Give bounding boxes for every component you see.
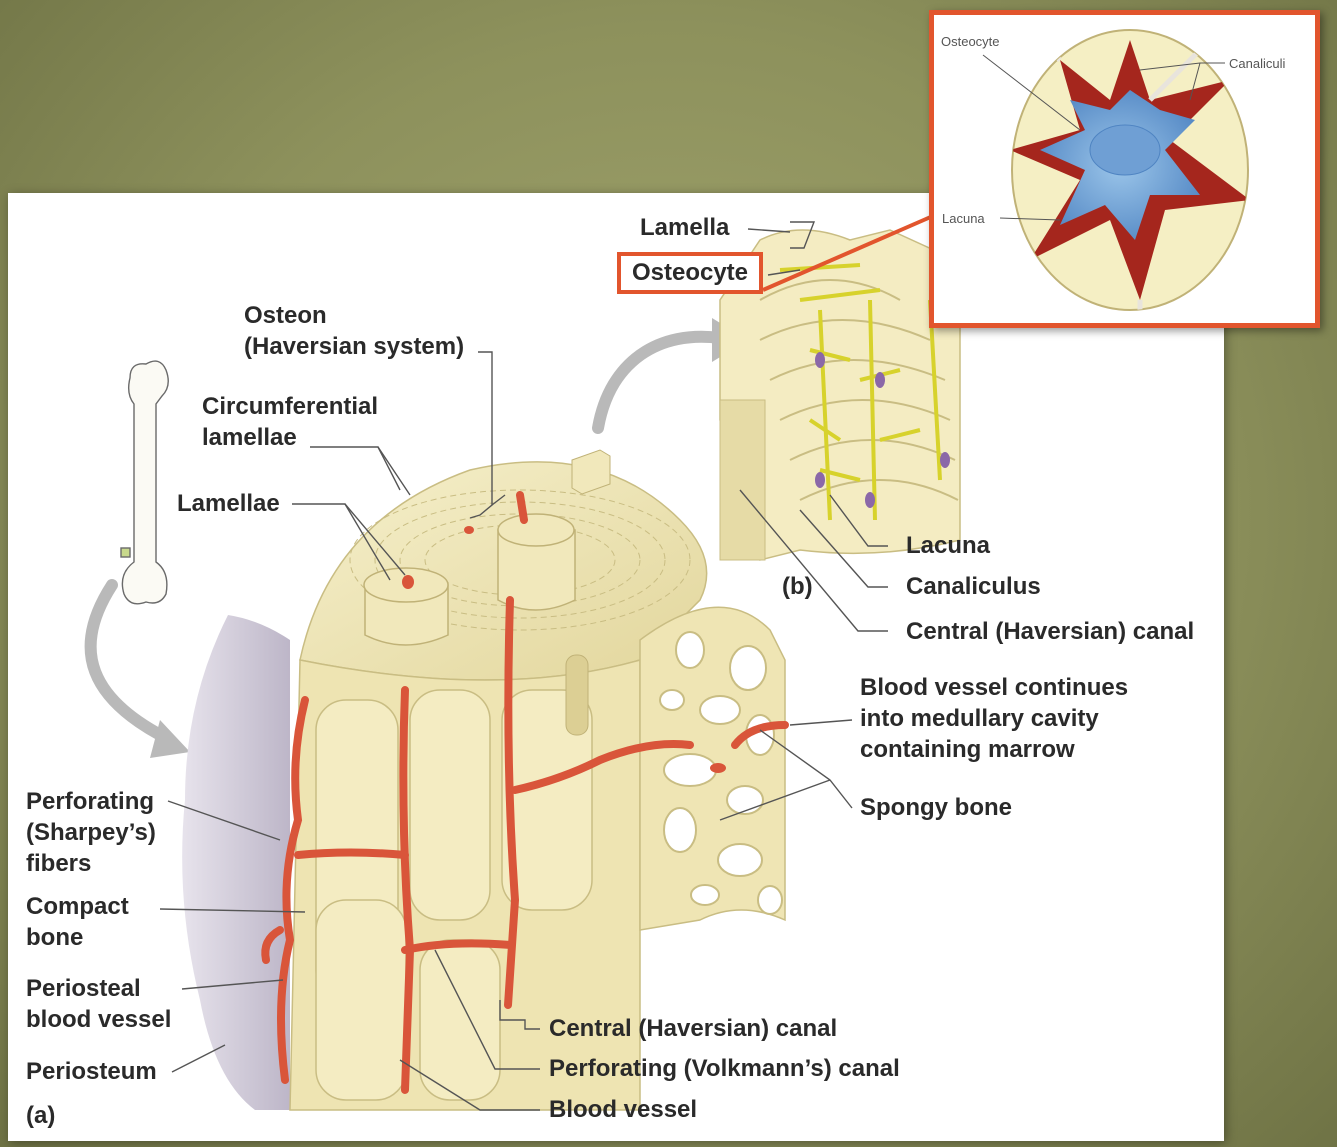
- label-osteon: Osteon (Haversian system): [244, 300, 464, 362]
- label-canaliculus: Canaliculus: [906, 571, 1041, 602]
- label-part-b: (b): [782, 571, 813, 602]
- label-circumferential-lamellae: Circumferential lamellae: [202, 391, 378, 453]
- label-compact-bone: Compact bone: [26, 891, 129, 953]
- osteocyte-highlight-box: Osteocyte: [617, 252, 763, 294]
- label-blood-vessel: Blood vessel: [549, 1094, 697, 1125]
- label-lamella: Lamella: [640, 212, 729, 243]
- label-part-a: (a): [26, 1100, 55, 1131]
- label-blood-vessel-continues: Blood vessel continues into medullary ca…: [860, 672, 1128, 765]
- inset-label-osteocyte: Osteocyte: [941, 34, 1000, 49]
- label-spongy-bone: Spongy bone: [860, 792, 1012, 823]
- label-central-canal-a: Central (Haversian) canal: [549, 1013, 837, 1044]
- label-central-canal-b: Central (Haversian) canal: [906, 616, 1194, 647]
- label-perforating-fibers: Perforating (Sharpey’s) fibers: [26, 786, 156, 879]
- label-osteocyte: Osteocyte: [632, 259, 748, 287]
- label-periosteal-blood-vessel: Periosteal blood vessel: [26, 973, 171, 1035]
- label-lacuna: Lacuna: [906, 530, 990, 561]
- label-lamellae: Lamellae: [177, 488, 280, 519]
- label-volkmann-canal: Perforating (Volkmann’s) canal: [549, 1053, 900, 1084]
- inset-label-lacuna: Lacuna: [942, 211, 985, 226]
- inset-label-canaliculi: Canaliculi: [1229, 56, 1285, 71]
- label-periosteum: Periosteum: [26, 1056, 157, 1087]
